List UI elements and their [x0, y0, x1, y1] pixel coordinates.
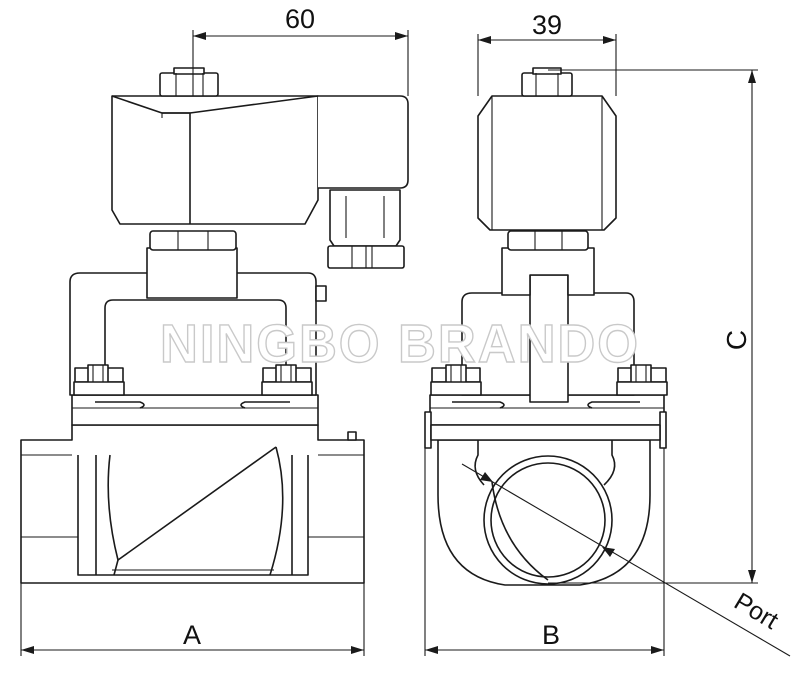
- side-top-nut: [521, 72, 573, 97]
- front-connector: [329, 189, 401, 247]
- watermark: NINGBO BRANDO: [160, 314, 640, 374]
- side-bolt-right: [616, 364, 668, 396]
- front-valve-body: [20, 424, 365, 584]
- front-bolt-right: [261, 364, 313, 396]
- side-port-outer: [483, 455, 613, 585]
- front-top-nut: [159, 72, 219, 97]
- front-bonnet-cover: [69, 272, 317, 396]
- front-view: [20, 67, 409, 584]
- side-lower-nut: [507, 230, 589, 251]
- dimension-A: A: [20, 583, 365, 656]
- dimension-port-label: Port: [729, 587, 783, 635]
- dimension-B: B: [424, 448, 665, 656]
- side-view: [424, 67, 668, 586]
- dimension-A-label: A: [183, 620, 201, 650]
- side-coil: [477, 95, 617, 231]
- dimension-C-label: C: [721, 330, 752, 350]
- dimension-60-label: 60: [285, 4, 315, 34]
- front-flange: [71, 394, 319, 426]
- front-bolt-left: [73, 364, 125, 396]
- dimension-39: 39: [477, 10, 617, 96]
- dimension-B-label: B: [542, 620, 560, 650]
- dimension-60: 60: [192, 4, 409, 96]
- dimension-39-label: 39: [532, 10, 562, 40]
- dimension-C: C: [548, 69, 758, 584]
- front-coil: [111, 95, 319, 225]
- side-bolt-left: [430, 364, 482, 396]
- front-lower-nut: [149, 230, 237, 251]
